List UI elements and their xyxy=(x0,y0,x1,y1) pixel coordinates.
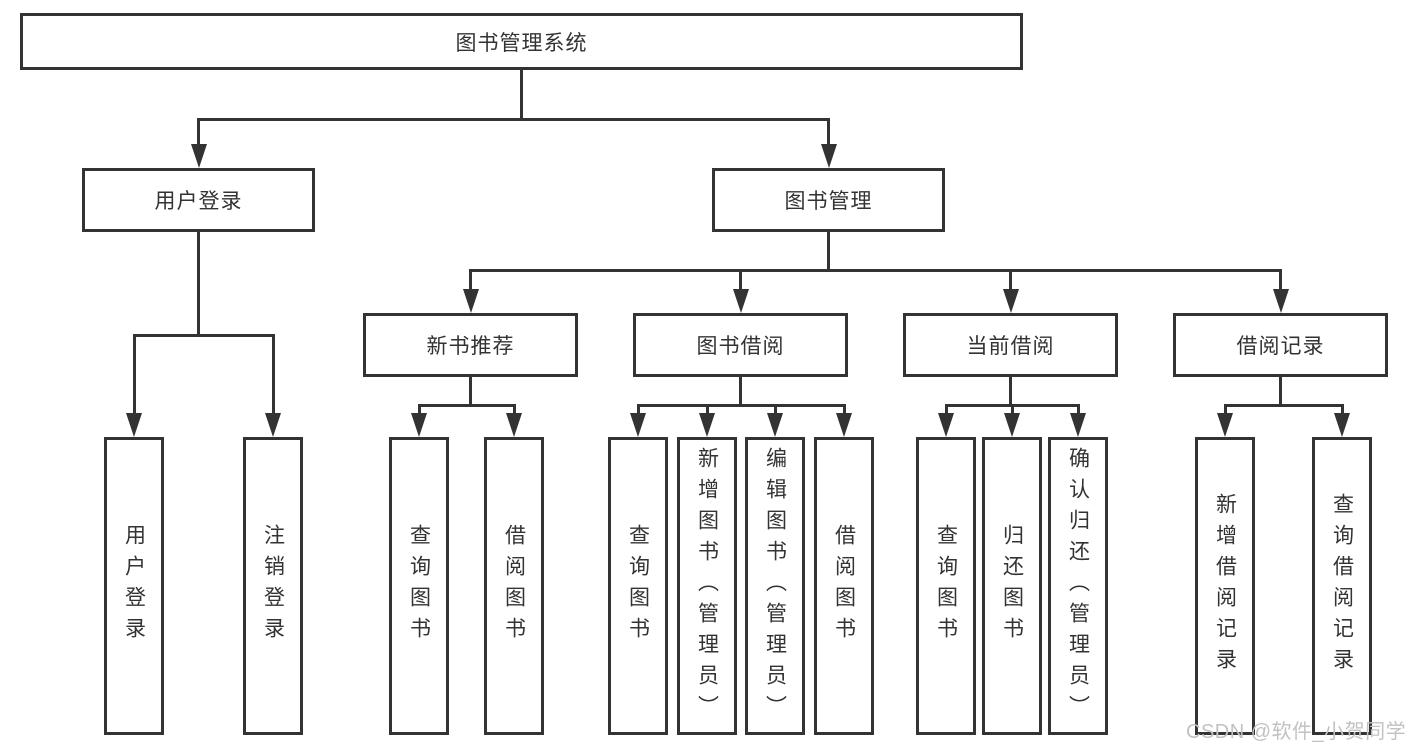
connector-stem-new-book xyxy=(469,269,472,293)
connector-level1-hbar xyxy=(197,118,830,121)
node-new-book-recommend: 新书推荐 xyxy=(363,313,578,377)
arrow-down-icon xyxy=(265,413,281,437)
arrow-down-icon xyxy=(836,413,852,437)
connector-stem-leaf xyxy=(944,404,948,416)
arrow-down-icon xyxy=(767,413,783,437)
connector-stem-leaf xyxy=(132,334,136,417)
csdn-watermark: CSDN @软件_小贺同学 xyxy=(1186,721,1405,743)
leaf-bb-borrow-books: 借阅图书 xyxy=(814,437,874,735)
arrow-down-icon xyxy=(190,144,207,168)
connector-user-login-hbar xyxy=(132,334,275,337)
leaf-cb-return-books-label: 归还图书 xyxy=(1000,524,1024,648)
arrow-down-icon xyxy=(126,413,142,437)
arrow-down-icon xyxy=(630,413,646,437)
leaf-cb-query-books: 查询图书 xyxy=(916,437,976,735)
connector-stem-leaf xyxy=(1223,404,1227,416)
leaf-bb-query-books: 查询图书 xyxy=(608,437,668,735)
leaf-br-query-record: 查询借阅记录 xyxy=(1312,437,1372,735)
arrow-down-icon xyxy=(820,144,837,168)
node-new-book-recommend-label: 新书推荐 xyxy=(426,335,515,358)
node-book-management: 图书管理 xyxy=(712,168,945,232)
node-user-login: 用户登录 xyxy=(82,168,315,232)
leaf-br-add-record: 新增借阅记录 xyxy=(1195,437,1255,735)
leaf-br-add-record-label: 新增借阅记录 xyxy=(1213,493,1237,679)
node-root: 图书管理系统 xyxy=(20,13,1023,70)
leaf-cb-return-books: 归还图书 xyxy=(982,437,1042,735)
connector-user-login-stem xyxy=(197,232,200,337)
leaf-user-login: 用户登录 xyxy=(104,437,164,735)
leaf-cb-query-books-label: 查询图书 xyxy=(934,524,958,648)
connector-stem-borrow-records xyxy=(1279,269,1282,293)
node-root-label: 图书管理系统 xyxy=(455,31,588,55)
leaf-nb-borrow-books-label: 借阅图书 xyxy=(502,524,526,648)
leaf-bb-add-books-admin-label: 新增图书（管理员） xyxy=(695,446,719,726)
arrow-down-icon xyxy=(1217,413,1233,437)
connector-borrow-records-hbar xyxy=(1223,404,1344,407)
connector-stem-leaf xyxy=(842,404,846,416)
arrow-down-icon xyxy=(1004,413,1020,437)
connector-current-borrow-stem xyxy=(1009,377,1012,407)
arrow-down-icon xyxy=(1334,413,1350,437)
arrow-down-icon xyxy=(411,413,427,437)
leaf-bb-edit-books-admin-label: 编辑图书（管理员） xyxy=(763,446,787,726)
arrow-down-icon xyxy=(462,289,479,313)
arrow-down-icon xyxy=(938,413,954,437)
leaf-logout-label: 注销登录 xyxy=(261,524,285,648)
connector-level3-hbar xyxy=(469,269,1282,272)
connector-borrow-records-stem xyxy=(1279,377,1282,407)
connector-stem-book-borrow xyxy=(739,269,742,293)
node-user-login-label: 用户登录 xyxy=(154,190,243,213)
connector-stem-leaf xyxy=(1010,404,1014,416)
connector-stem-leaf xyxy=(271,334,275,417)
connector-book-borrow-stem xyxy=(739,377,742,407)
connector-book-borrow-hbar xyxy=(636,404,846,407)
connector-stem-leaf xyxy=(773,404,777,416)
connector-book-management-stem xyxy=(827,232,830,272)
node-current-borrow: 当前借阅 xyxy=(903,313,1118,377)
connector-new-book-hbar xyxy=(417,404,516,407)
node-borrow-records: 借阅记录 xyxy=(1173,313,1388,377)
node-current-borrow-label: 当前借阅 xyxy=(966,335,1055,358)
connector-stem-user-login xyxy=(197,118,200,148)
node-book-management-label: 图书管理 xyxy=(784,190,873,213)
connector-stem-leaf xyxy=(636,404,640,416)
connector-stem-leaf xyxy=(1076,404,1080,416)
leaf-nb-query-books-label: 查询图书 xyxy=(407,524,431,648)
leaf-cb-confirm-return-admin: 确认归还（管理员） xyxy=(1048,437,1108,735)
connector-stem-leaf xyxy=(417,404,421,416)
connector-root-stem xyxy=(519,70,523,121)
connector-stem-leaf xyxy=(705,404,709,416)
leaf-nb-query-books: 查询图书 xyxy=(389,437,449,735)
arrow-down-icon xyxy=(1002,289,1019,313)
arrow-down-icon xyxy=(732,289,749,313)
connector-stem-book-management xyxy=(827,118,830,148)
node-book-borrow-label: 图书借阅 xyxy=(696,335,785,358)
node-borrow-records-label: 借阅记录 xyxy=(1236,335,1325,358)
connector-stem-leaf xyxy=(1340,404,1344,416)
connector-stem-current-borrow xyxy=(1009,269,1012,293)
arrow-down-icon xyxy=(1070,413,1086,437)
node-book-borrow: 图书借阅 xyxy=(633,313,848,377)
arrow-down-icon xyxy=(1272,289,1289,313)
leaf-logout: 注销登录 xyxy=(243,437,303,735)
leaf-bb-edit-books-admin: 编辑图书（管理员） xyxy=(745,437,805,735)
leaf-user-login-label: 用户登录 xyxy=(122,524,146,648)
leaf-bb-add-books-admin: 新增图书（管理员） xyxy=(677,437,737,735)
leaf-cb-confirm-return-admin-label: 确认归还（管理员） xyxy=(1066,446,1090,726)
connector-stem-leaf xyxy=(512,404,516,416)
arrow-down-icon xyxy=(506,413,522,437)
leaf-nb-borrow-books: 借阅图书 xyxy=(484,437,544,735)
leaf-br-query-record-label: 查询借阅记录 xyxy=(1330,493,1354,679)
connector-new-book-stem xyxy=(469,377,472,407)
leaf-bb-borrow-books-label: 借阅图书 xyxy=(832,524,856,648)
arrow-down-icon xyxy=(699,413,715,437)
leaf-bb-query-books-label: 查询图书 xyxy=(626,524,650,648)
